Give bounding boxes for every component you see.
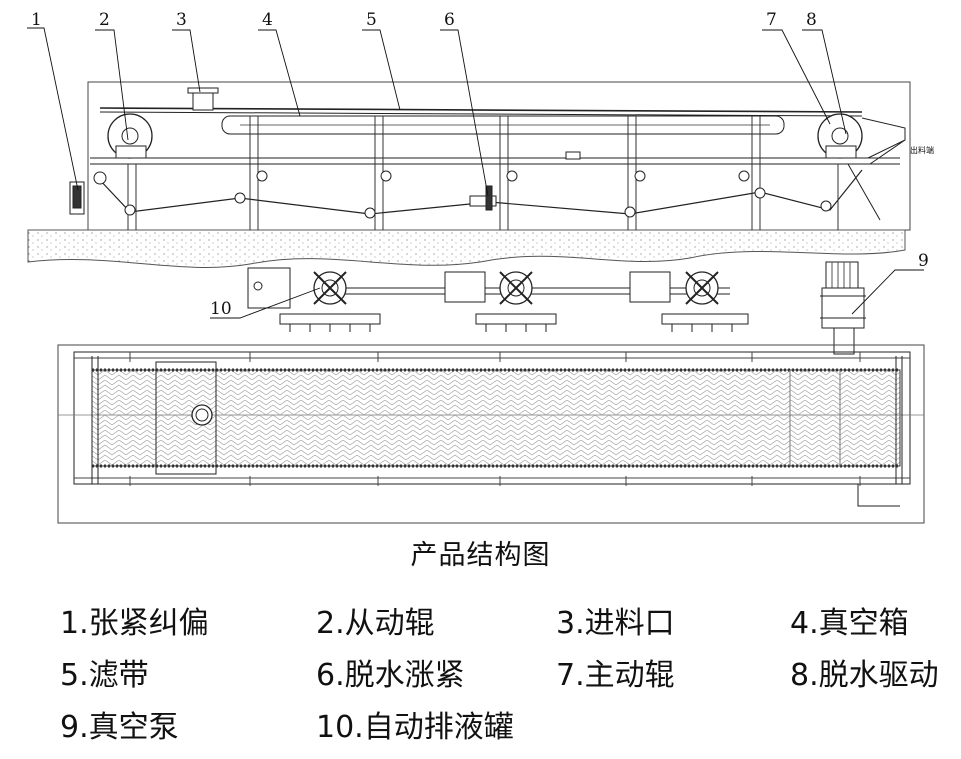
callout-9: 9: [918, 251, 929, 271]
callout-4: 4: [262, 10, 273, 30]
plan-view: [57, 344, 925, 524]
figure-caption: 产品结构图: [410, 540, 551, 571]
legend-item-2: 2.从动辊: [316, 606, 435, 641]
vacuum-unit-row: [247, 261, 866, 355]
legend-item-6: 6.脱水涨紧: [316, 658, 465, 693]
legend-item-1: 1.张紧纠偏: [60, 606, 209, 641]
legend-item-8: 8.脱水驱动: [790, 658, 939, 693]
legend-item-10: 10.自动排液罐: [316, 710, 514, 745]
callout-7: 7: [766, 10, 777, 30]
legend-item-5: 5.滤带: [60, 658, 149, 693]
callout-2: 2: [99, 10, 110, 30]
callout-leaders: [27, 27, 924, 319]
side-elevation: 出料端: [27, 81, 934, 268]
discharge-label: 出料端: [910, 145, 934, 155]
legend-item-9: 9.真空泵: [60, 710, 179, 745]
callout-numbers: 1 2 3 4 5 6 7 8 9 10: [31, 10, 929, 319]
callout-5: 5: [366, 10, 377, 30]
callout-1: 1: [31, 10, 42, 30]
legend-item-7: 7.主动辊: [556, 658, 675, 693]
legend-item-4: 4.真空箱: [790, 606, 909, 641]
legend-item-3: 3.进料口: [556, 606, 675, 641]
callout-6: 6: [444, 10, 455, 30]
product-structure-drawing: 出料端: [27, 10, 934, 524]
callout-8: 8: [806, 10, 817, 30]
callout-10: 10: [210, 299, 232, 319]
callout-3: 3: [176, 10, 187, 30]
